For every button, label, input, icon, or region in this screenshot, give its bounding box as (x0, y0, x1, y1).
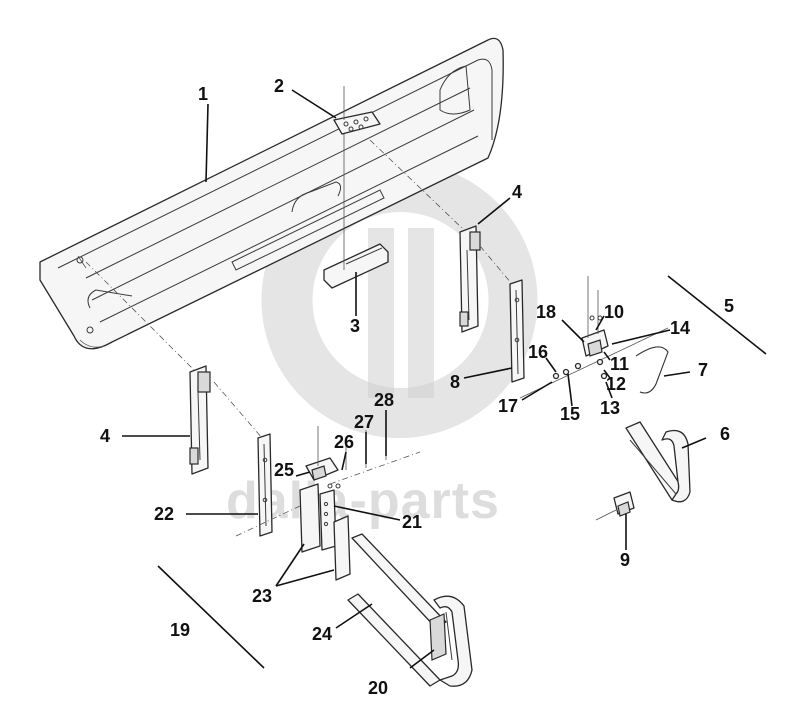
callout-11: 11 (610, 354, 629, 374)
callout-5: 5 (724, 296, 734, 316)
callout-3: 3 (350, 316, 360, 336)
part-18-hinge-bracket (581, 276, 609, 357)
part-6-step (625, 421, 691, 503)
callout-22: 22 (154, 504, 174, 524)
part-2-plate (333, 86, 381, 135)
callout-10: 10 (604, 302, 624, 322)
callout-17: 17 (498, 396, 518, 416)
callout-19: 19 (170, 620, 190, 640)
callout-12: 12 (606, 374, 626, 394)
part-22-channel (257, 433, 273, 537)
callout-16: 16 (528, 342, 548, 362)
callout-6: 6 (720, 424, 730, 444)
part-1-bumper-bar (39, 37, 504, 350)
callout-18: 18 (536, 302, 556, 322)
group-5-bracket (667, 275, 767, 355)
callout-15: 15 (560, 404, 580, 424)
part-3-bracket (323, 134, 389, 289)
callout-26: 26 (334, 432, 354, 452)
callout-23: 23 (252, 586, 272, 606)
callout-2: 2 (274, 76, 284, 96)
callout-9: 9 (620, 550, 630, 570)
part-4-post-left (189, 365, 211, 475)
part-9-clamp (595, 491, 635, 521)
callout-20: 20 (368, 678, 388, 698)
callout-27: 27 (354, 412, 374, 432)
callout-25: 25 (274, 460, 294, 480)
part-24-step-frame (347, 533, 473, 687)
leader-lines (122, 89, 707, 669)
callout-24: 24 (312, 624, 332, 644)
callout-1: 1 (198, 84, 208, 104)
callout-14: 14 (670, 318, 690, 338)
part-25-hinge-assembly (305, 426, 341, 489)
callout-4-left: 4 (100, 426, 110, 446)
part-20-clamp (429, 613, 447, 661)
callout-8: 8 (450, 372, 460, 392)
callout-13: 13 (600, 398, 620, 418)
part-23-plates (299, 483, 351, 581)
part-7-handle (635, 346, 669, 394)
part-4-post-upper (459, 225, 481, 333)
callout-21: 21 (402, 512, 422, 532)
callout-4-upper: 4 (512, 182, 522, 202)
group-19-bracket (157, 565, 265, 669)
callout-7: 7 (698, 360, 708, 380)
callout-28: 28 (374, 390, 394, 410)
part-8-channel (509, 279, 525, 383)
